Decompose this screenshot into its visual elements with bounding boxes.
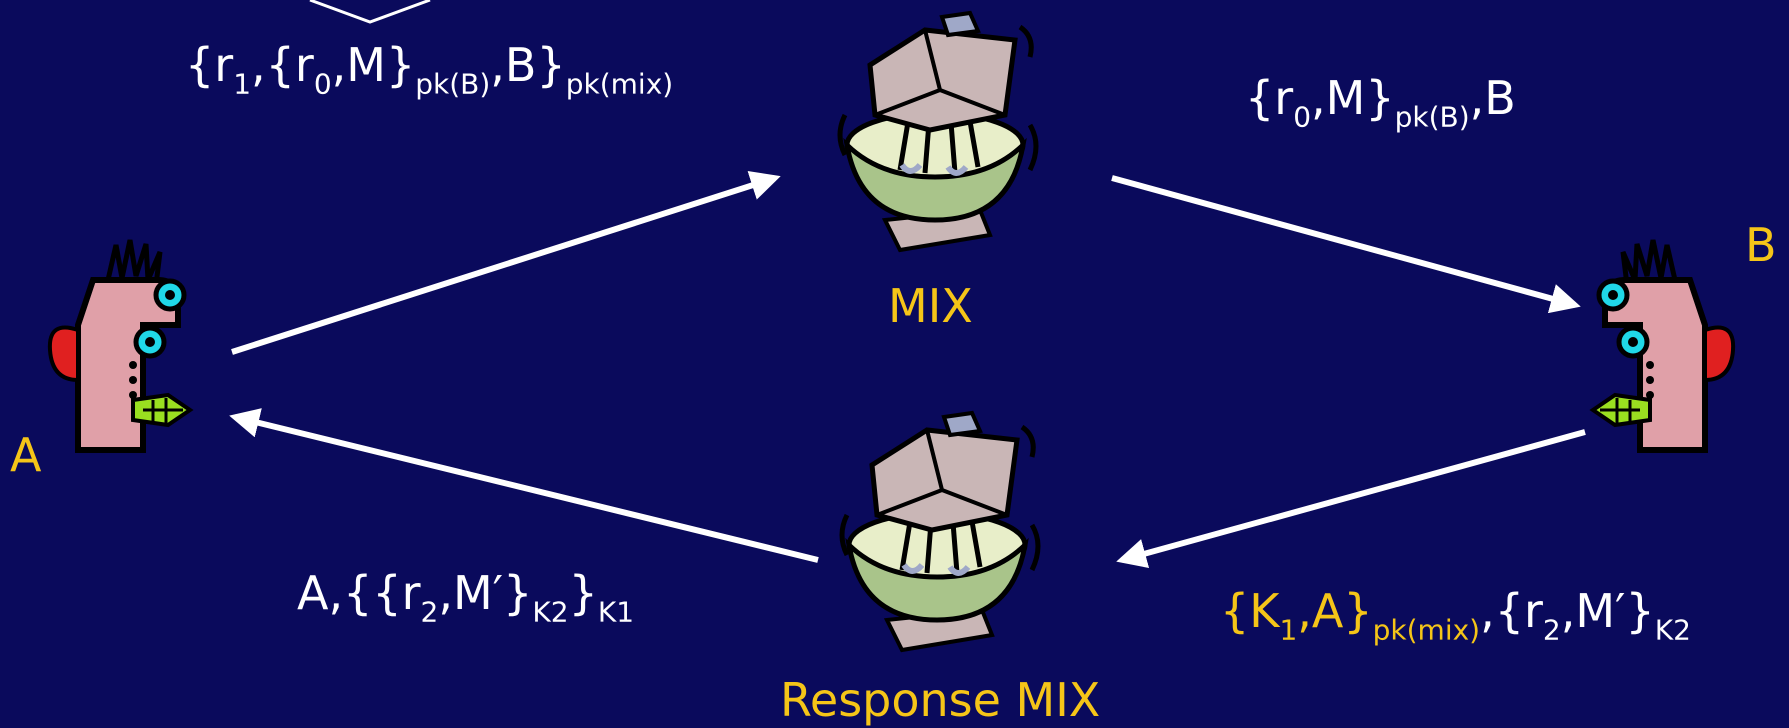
mixer-icon [842, 413, 1038, 650]
mixer-icon [840, 13, 1036, 250]
message-mix-to-b: {r0,M}pk(B),B [1245, 71, 1516, 134]
participant-a-label: A [10, 428, 42, 482]
message-b-to-response-mix: {K1,A}pk(mix),{r2,M′}K2 [1220, 584, 1691, 647]
top-wedge-shape [309, 0, 431, 24]
person-icon [50, 240, 190, 450]
arrow-a-to-mix [231, 171, 781, 355]
mix-label: MIX [888, 279, 973, 333]
message-a-to-mix: {r1,{r0,M}pk(B),B}pk(mix) [185, 38, 674, 101]
arrow-b-to-response-mix [1116, 429, 1586, 569]
arrow-response-mix-to-a [229, 408, 819, 563]
response-mix-label: Response MIX [780, 673, 1101, 727]
person-icon [1593, 240, 1733, 450]
arrow-mix-to-b [1111, 175, 1581, 314]
participant-b-label: B [1745, 218, 1777, 272]
message-response-mix-to-a: A,{{r2,M′}K2}K1 [297, 566, 635, 629]
